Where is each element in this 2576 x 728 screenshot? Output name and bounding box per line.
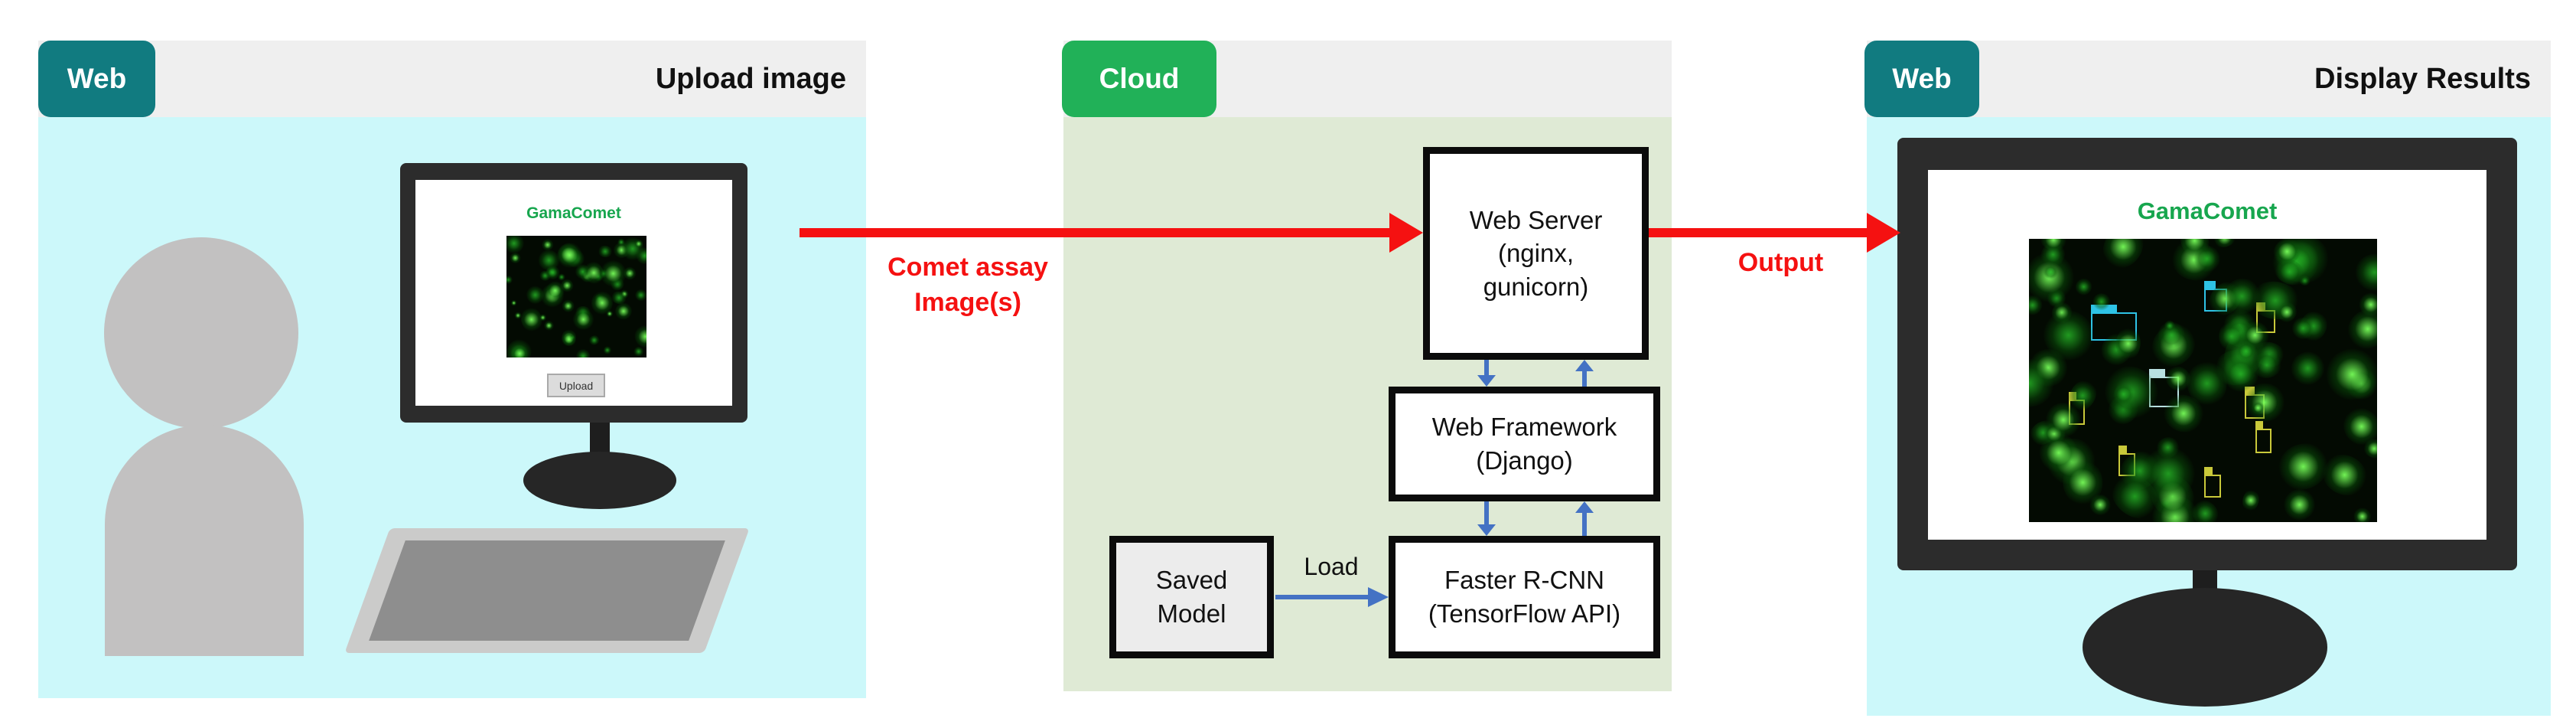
comet-cell-blob [572,308,595,331]
detection-label-tag [2149,368,2166,377]
comet-cell-blob [601,344,613,356]
comet-cell-blob [510,299,518,308]
results-panel-title: Display Results [2314,62,2531,95]
upload-panel-web-badge: Web [38,41,155,117]
web-server-label: gunicorn) [1483,272,1589,301]
input-arrow-label-line1: Comet assay [887,253,1048,282]
web-framework-box: Web Framework (Django) [1389,387,1660,501]
ws-to-wf-arrow-shaft [1484,360,1489,377]
saved-model-label: Model [1157,599,1226,628]
cloud-panel-badge-label: Cloud [1099,63,1180,94]
comet-cell-blob [587,333,601,347]
faster-rcnn-label: (TensorFlow API) [1428,599,1621,628]
keyboard-keys-area [369,540,725,641]
input-arrow-label-line2: Image(s) [914,288,1021,317]
upload-panel-title: Upload image [655,62,846,95]
detection-box-yellow [2203,466,2221,498]
detection-box-yellow [2255,420,2272,453]
input-arrow-head [1389,213,1423,253]
wf-to-ws-arrow-shaft [1582,371,1587,387]
comet-cell-blob [506,274,514,286]
web-server-label: Web Server [1469,205,1603,234]
saved-model-box: Saved Model [1109,536,1274,658]
person-head-icon [104,237,298,429]
ws-to-wf-arrow-head [1477,375,1496,387]
wf-to-rcnn-arrow-shaft [1484,501,1489,525]
comet-assay-image [506,236,646,357]
load-arrow-head [1368,587,1389,607]
results-app-title: GamaComet [2137,198,2278,224]
results-panel-web-badge: Web [1864,41,1979,117]
results-monitor-screen: GamaComet [1928,170,2486,540]
upload-button[interactable]: Upload [547,374,605,397]
upload-monitor-screen: GamaComet Upload [415,180,732,406]
web-server-label: (nginx, [1497,239,1575,268]
output-arrow-shaft [1649,228,1868,237]
saved-model-label: Saved [1155,566,1228,595]
wf-to-rcnn-arrow-head [1477,524,1496,536]
wf-to-ws-arrow-head [1575,360,1594,371]
output-arrow-head [1867,213,1900,253]
detection-label-tag [2118,446,2128,455]
web-server-box: Web Server (nginx, gunicorn) [1423,147,1649,360]
results-monitor-base [2083,588,2327,707]
rcnn-to-wf-arrow-head [1575,501,1594,513]
comet-cell-blob [509,252,522,265]
detected-comet-image [2029,239,2377,522]
upload-panel-header: Upload image [38,41,866,117]
comet-cell-blob [573,346,593,357]
web-framework-label: (Django) [1476,446,1573,475]
keyboard-icon [344,528,750,653]
detection-label-tag [2203,466,2213,475]
upload-app-title: GamaComet [526,204,621,222]
output-arrow-label: Output [1737,248,1824,277]
results-panel-header: Display Results [1867,41,2551,117]
detection-label-tag [2203,281,2216,290]
input-arrow-shaft [800,228,1391,237]
faster-rcnn-box: Faster R-CNN (TensorFlow API) [1389,536,1660,658]
person-body-icon [105,425,304,656]
comet-cell-blob [597,244,614,259]
results-panel-badge-label: Web [1892,63,1952,94]
comet-cell-blob [632,286,646,304]
detection-label-tag [2255,420,2263,429]
monitor-base [523,452,676,509]
load-arrow-shaft [1275,595,1368,599]
comet-cell-blob [2091,292,2112,311]
upload-panel-badge-label: Web [67,63,127,94]
results-monitor: GamaComet [1897,138,2517,570]
comet-cell-blob [634,239,643,249]
web-framework-label: Web Framework [1431,413,1617,442]
upload-monitor: GamaComet Upload [400,163,747,423]
cloud-panel-badge: Cloud [1062,41,1216,117]
rcnn-to-wf-arrow-shaft [1582,512,1587,536]
load-arrow-label: Load [1304,553,1359,580]
faster-rcnn-label: Faster R-CNN [1444,566,1604,595]
